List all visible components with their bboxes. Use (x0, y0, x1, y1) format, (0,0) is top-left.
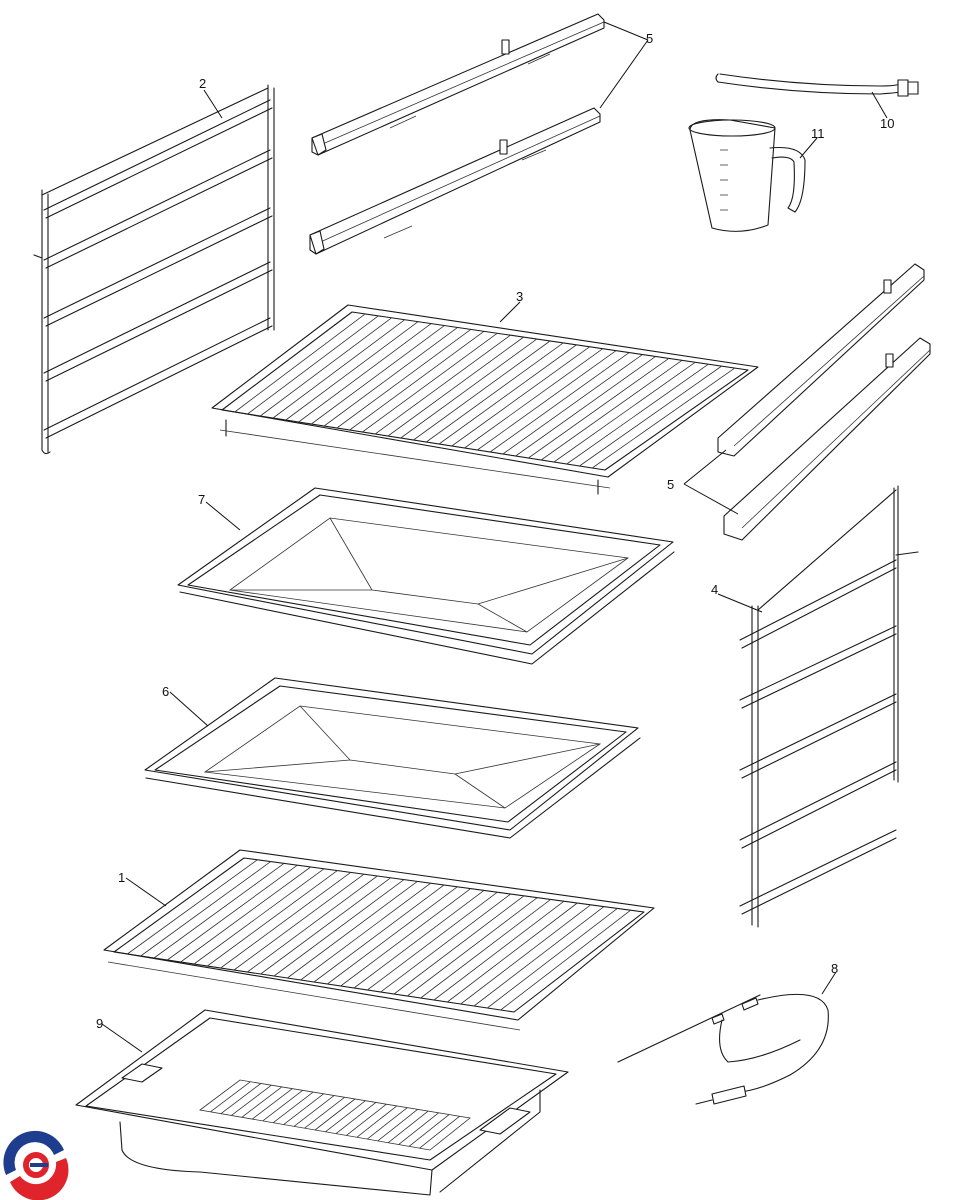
callout-6: 6 (162, 684, 169, 699)
measuring-jug (688, 119, 806, 232)
shallow-tray (177, 487, 675, 665)
right-side-rack (739, 485, 919, 928)
telescopic-rails-right (717, 263, 931, 541)
wire-shelf-lower (103, 849, 655, 1031)
telescopic-rails-upper (309, 13, 605, 255)
wire-shelf-upper (211, 304, 759, 495)
callout-9: 9 (96, 1016, 103, 1031)
callout-8: 8 (831, 961, 838, 976)
callout-4: 4 (711, 582, 718, 597)
callout-7: 7 (198, 492, 205, 507)
brand-logo (3, 1130, 69, 1200)
callout-11: 11 (811, 126, 825, 141)
callout-5b: 5 (667, 477, 674, 492)
callout-10: 10 (880, 116, 894, 131)
callout-2: 2 (199, 76, 206, 91)
baking-tray (144, 677, 641, 839)
callout-1: 1 (118, 870, 125, 885)
deep-pan (75, 1009, 569, 1196)
meat-probe (617, 993, 829, 1105)
callout-5a: 5 (646, 31, 653, 46)
drain-hose (715, 73, 919, 97)
leader-lines (101, 21, 888, 1053)
left-side-rack (33, 84, 275, 455)
callout-labels: 2 5 10 11 3 5 7 4 6 1 8 9 (96, 31, 894, 1031)
callout-3: 3 (516, 289, 523, 304)
